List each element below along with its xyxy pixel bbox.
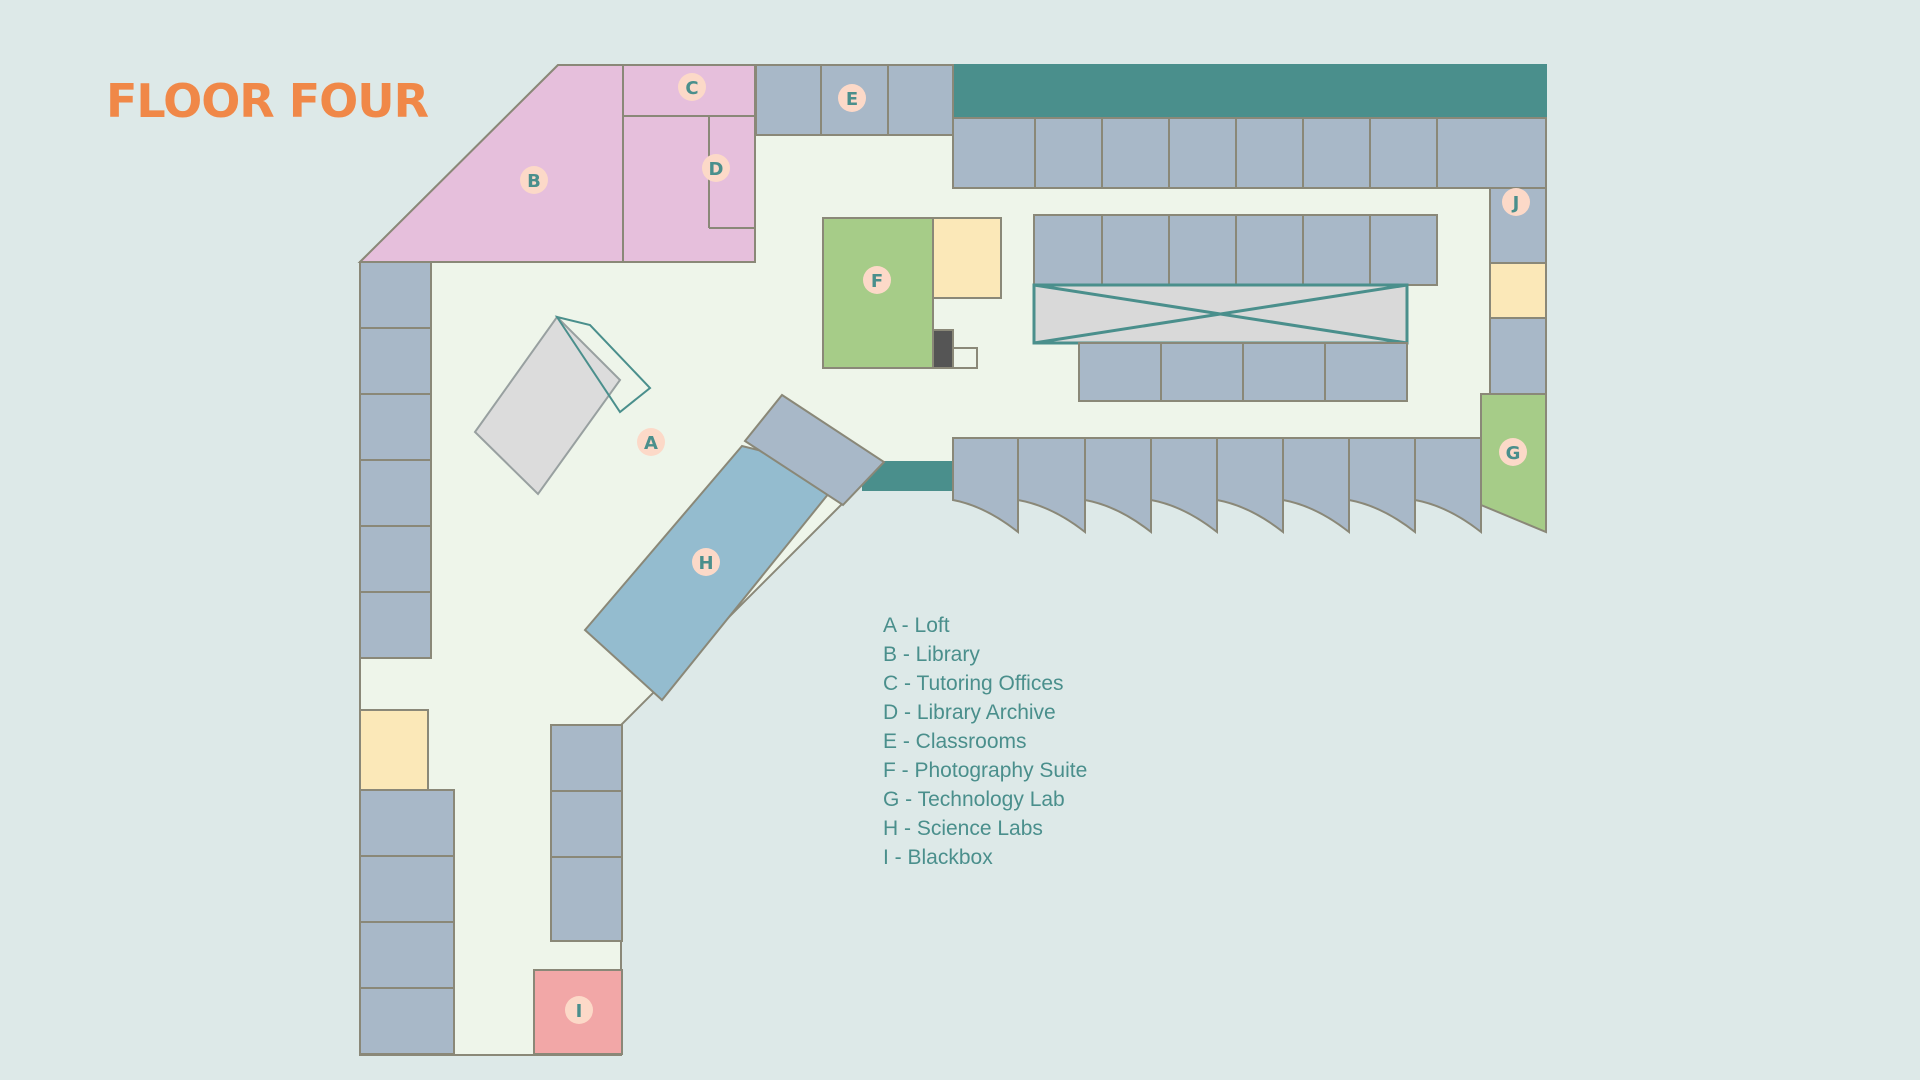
room [1216, 437, 1284, 535]
room [1369, 214, 1438, 286]
room-science-labs-upper [743, 393, 886, 507]
legend-item: A - Loft [883, 614, 950, 637]
exterior-band-top [953, 64, 1547, 118]
floor-title: FLOOR FOUR [106, 74, 429, 128]
legend-item: G - Technology Lab [883, 788, 1065, 811]
room [359, 987, 455, 1055]
room [1235, 214, 1304, 286]
area-label-d: D [702, 154, 730, 182]
area-label-text: C [685, 78, 698, 99]
room [359, 459, 432, 527]
legend-item: C - Tutoring Offices [883, 672, 1064, 695]
room [1150, 437, 1218, 535]
room [1282, 437, 1350, 535]
legend-item: F - Photography Suite [883, 759, 1088, 782]
restroom [359, 709, 429, 791]
area-label-text: H [698, 553, 713, 574]
area-label-text: J [1511, 193, 1520, 214]
room-classroom-e3 [887, 64, 954, 136]
room [1168, 117, 1237, 189]
room [1302, 117, 1371, 189]
stairs-small [952, 347, 978, 369]
room [550, 790, 623, 858]
room [550, 724, 623, 792]
area-label-h: H [692, 548, 720, 576]
room [1436, 117, 1547, 189]
legend-item: I - Blackbox [883, 846, 993, 869]
legend-item: D - Library Archive [883, 701, 1056, 724]
room [1160, 342, 1244, 402]
open-to-below-cross [1033, 283, 1408, 345]
legend-item: E - Classrooms [883, 730, 1027, 753]
room [1489, 317, 1547, 395]
restroom [1489, 262, 1547, 319]
area-label-e: E [838, 84, 866, 112]
room [359, 855, 455, 923]
area-label-text: B [527, 171, 541, 192]
area-label-b: B [520, 166, 548, 194]
area-label-text: A [644, 433, 658, 454]
room [1242, 342, 1326, 402]
room [359, 789, 455, 857]
room [1101, 117, 1170, 189]
area-label-f: F [863, 266, 891, 294]
room [1034, 117, 1103, 189]
area-label-i: I [565, 996, 593, 1024]
room [550, 856, 623, 942]
room [1348, 437, 1416, 535]
area-label-c: C [678, 73, 706, 101]
room [359, 921, 455, 989]
elevator [932, 329, 954, 369]
room [952, 437, 1019, 535]
area-label-text: I [576, 1001, 583, 1022]
restroom [932, 217, 1002, 299]
legend-item: B - Library [883, 643, 980, 666]
room [1235, 117, 1304, 189]
room-classroom-e1 [755, 64, 822, 136]
area-label-g: G [1499, 438, 1527, 466]
area-label-text: F [871, 271, 883, 292]
room [1369, 117, 1438, 189]
room [1101, 214, 1170, 286]
room [1033, 214, 1103, 286]
room [1168, 214, 1237, 286]
area-label-a: A [637, 428, 665, 456]
room [1414, 437, 1482, 535]
room [359, 393, 432, 461]
room [359, 327, 432, 395]
legend: A - Loft B - Library C - Tutoring Office… [883, 611, 1087, 872]
area-label-text: D [709, 159, 724, 180]
room [1078, 342, 1162, 402]
loft-stairs [554, 315, 652, 414]
area-label-text: E [846, 89, 858, 110]
area-label-j: J [1502, 188, 1530, 216]
room [359, 261, 432, 329]
room [952, 117, 1036, 189]
room [1017, 437, 1086, 535]
room [1324, 342, 1408, 402]
room [1302, 214, 1371, 286]
room [359, 525, 432, 593]
loft-open-to-below [473, 315, 622, 496]
area-label-text: G [1506, 443, 1521, 464]
room [359, 591, 432, 659]
room [1084, 437, 1152, 535]
legend-item: H - Science Labs [883, 817, 1043, 840]
